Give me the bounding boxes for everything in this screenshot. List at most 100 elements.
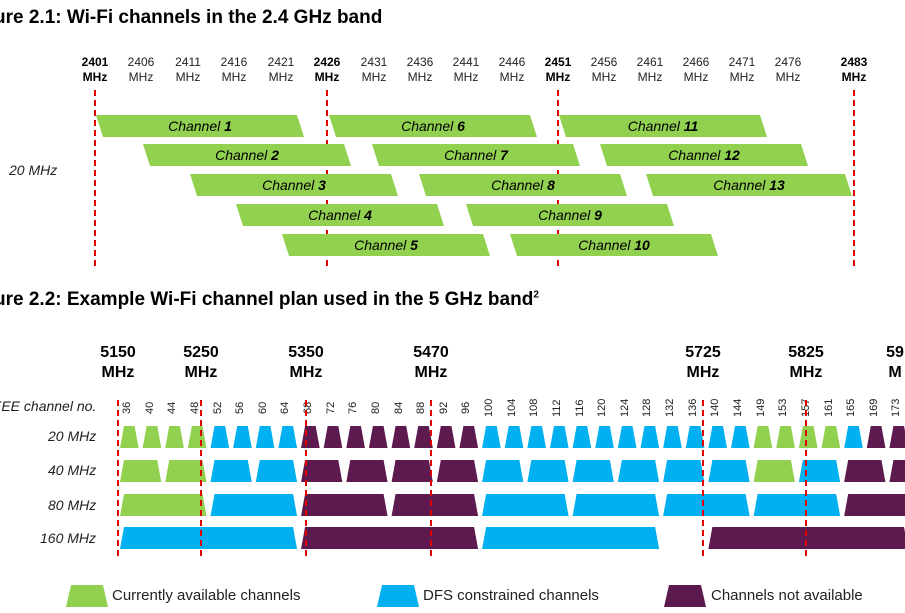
- channel-157-20mhz: [798, 426, 818, 448]
- channel-132-80mhz: [663, 494, 750, 516]
- channel-2-bar: [143, 144, 351, 166]
- legend-label-available: Currently available channels: [112, 587, 301, 604]
- channel-84-40mhz: [391, 460, 433, 482]
- channel-144-20mhz: [731, 426, 750, 448]
- channel-5-bar: [282, 234, 490, 256]
- channel-12-label: Channel 12: [668, 147, 740, 163]
- channel-116-20mhz: [572, 426, 592, 448]
- legend-swatch-dfs: [377, 585, 419, 607]
- channel-149-20mhz: [753, 426, 773, 448]
- channel-11-bar: [559, 115, 767, 137]
- channel-3-bar: [190, 174, 398, 196]
- channel-100-40mhz: [482, 460, 524, 482]
- channel-116-40mhz: [572, 460, 614, 482]
- channel-68-20mhz: [301, 426, 320, 448]
- channel-7-bar: [372, 144, 580, 166]
- channel-173-20mhz: [889, 426, 905, 448]
- channel-104-20mhz: [504, 426, 524, 448]
- channel-36-160mhz: [120, 527, 298, 549]
- channel-72-20mhz: [323, 426, 343, 448]
- channel-140-20mhz: [708, 426, 728, 448]
- channel-3-label: Channel 3: [262, 177, 326, 193]
- channel-52-80mhz: [210, 494, 298, 516]
- figure-1-title: ure 2.1: Wi-Fi channels in the 2.4 GHz b…: [0, 7, 383, 28]
- channel-52-40mhz: [210, 460, 252, 482]
- channel-9-label: Channel 9: [538, 207, 602, 223]
- channel-9-bar: [466, 204, 674, 226]
- figure-2-title-footnote: 2: [533, 289, 539, 301]
- channel-13-bar: [646, 174, 852, 196]
- legend-label-dfs: DFS constrained channels: [423, 587, 599, 604]
- channel-76-40mhz: [346, 460, 388, 482]
- channel-153-20mhz: [776, 426, 795, 448]
- channel-132-20mhz: [663, 426, 682, 448]
- channel-11-label: Channel 11: [627, 118, 699, 134]
- channel-161-20mhz: [821, 426, 841, 448]
- channel-6-label: Channel 6: [401, 118, 465, 134]
- legend-label-unavailable: Channels not available: [711, 587, 863, 604]
- channel-165-40mhz: [844, 460, 886, 482]
- row-label-80mhz: 80 MHz: [48, 497, 97, 513]
- channel-2-label: Channel 2: [215, 147, 279, 163]
- row-label-160mhz: 160 MHz: [40, 530, 97, 546]
- channel-1-label: Channel 1: [168, 118, 232, 134]
- channel-6-bar: [329, 115, 537, 137]
- channel-100-160mhz: [482, 527, 660, 549]
- channel-136-20mhz: [685, 426, 705, 448]
- channel-60-40mhz: [255, 460, 298, 482]
- channel-48-20mhz: [187, 426, 207, 448]
- channel-80-20mhz: [368, 426, 388, 448]
- channel-12-bar: [600, 144, 808, 166]
- channel-68-40mhz: [301, 460, 343, 482]
- channel-120-20mhz: [595, 426, 614, 448]
- channel-100-20mhz: [482, 426, 501, 448]
- channel-100-80mhz: [482, 494, 569, 516]
- channel-84-20mhz: [391, 426, 411, 448]
- legend-swatch-unavailable: [664, 585, 706, 607]
- channel-5-label: Channel 5: [354, 237, 418, 253]
- channel-149-80mhz: [753, 494, 841, 516]
- channel-149-160mhz: [708, 527, 905, 549]
- channel-8-label: Channel 8: [491, 177, 555, 193]
- row-label-20mhz: 20 MHz: [48, 428, 97, 444]
- channel-number-axis-label: EEE channel no.: [0, 398, 97, 414]
- channel-40-20mhz: [142, 426, 162, 448]
- channel-92-40mhz: [436, 460, 479, 482]
- channel-44-40mhz: [165, 460, 207, 482]
- channel-68-80mhz: [301, 494, 388, 516]
- channel-124-40mhz: [617, 460, 660, 482]
- channel-36-80mhz: [120, 494, 207, 516]
- channel-13-label: Channel 13: [713, 177, 785, 193]
- figure-2-title-text: ure 2.2: Example Wi-Fi channel plan used…: [0, 289, 534, 310]
- channel-165-80mhz: [844, 494, 905, 516]
- channel-173-40mhz: [889, 460, 905, 482]
- channel-157-40mhz: [798, 460, 841, 482]
- channel-124-20mhz: [617, 426, 637, 448]
- channel-140-40mhz: [708, 460, 750, 482]
- channel-128-20mhz: [640, 426, 660, 448]
- channel-36-20mhz: [120, 426, 139, 448]
- channel-88-20mhz: [414, 426, 433, 448]
- channel-64-20mhz: [278, 426, 298, 448]
- row-label-40mhz: 40 MHz: [48, 462, 97, 478]
